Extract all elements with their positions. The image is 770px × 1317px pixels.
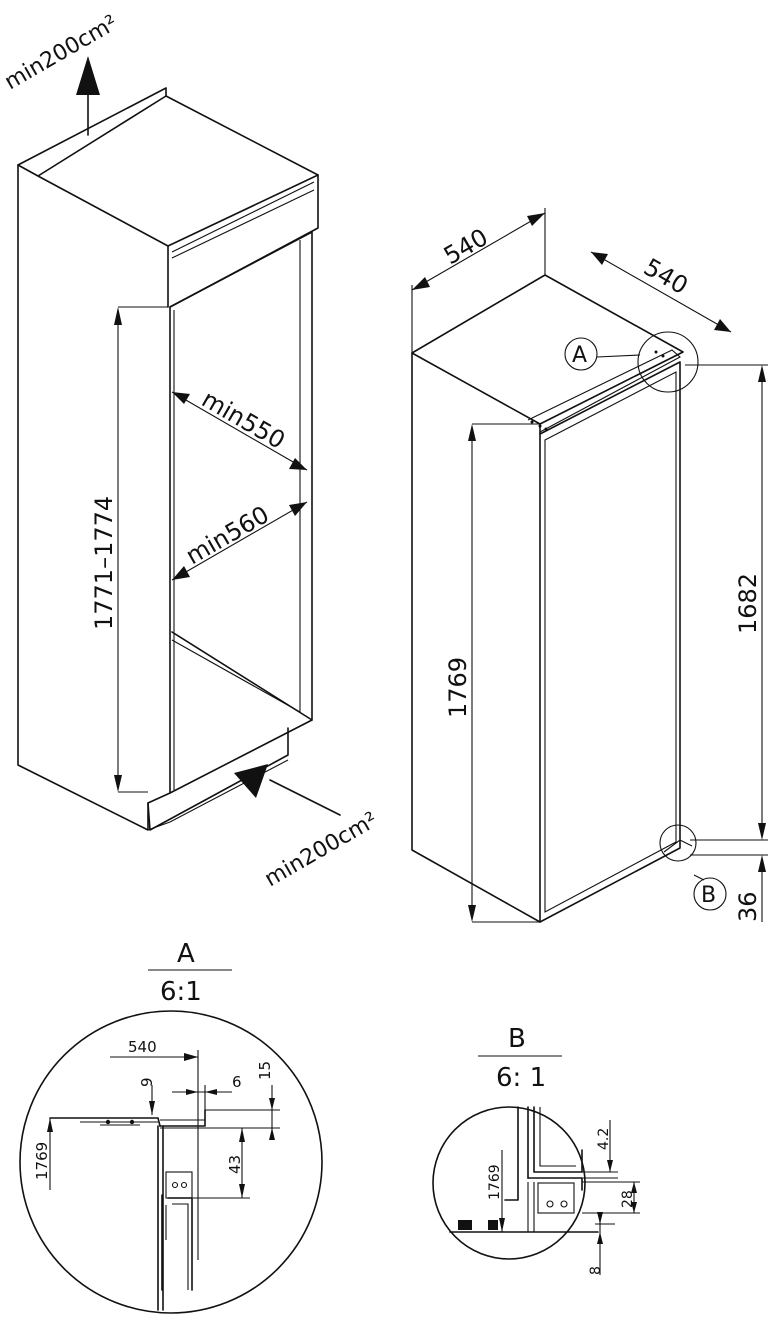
dim-43: 43 [226,1155,244,1174]
dim-1769-a: 1769 [33,1142,51,1180]
depth-label: 540 [639,253,693,300]
dim-15: 15 [256,1061,274,1080]
appliance-view: 540 540 1769 1682 36 A B [411,208,768,923]
detail-b-scale: 6: 1 [496,1063,546,1093]
niche-depth-label: min550 [197,385,290,455]
bottom-offset-label: 36 [734,891,762,922]
callout-a-label: A [572,343,587,368]
detail-a-scale: 6:1 [160,977,202,1007]
vent-bottom-label: min200cm² [261,808,382,893]
niche-height-label: 1771–1774 [90,496,118,630]
detail-b-label: B [508,1024,526,1054]
vent-top-label: min200cm² [1,11,122,96]
dim-1769-b: 1769 [487,1164,503,1200]
dim-540: 540 [128,1038,157,1056]
niche-view: min200cm² min200cm² 1771–1774 min550 min… [1,11,382,893]
height-label: 1769 [444,657,472,718]
hinge-span-label: 1682 [734,573,762,634]
callout-b-label: B [701,883,716,908]
width-label: 540 [439,223,493,270]
detail-a-label: A [177,939,195,969]
niche-width-label: min560 [181,500,274,570]
dim-6: 6 [232,1073,242,1091]
dim-28: 28 [620,1190,636,1208]
detail-b: B 6: 1 1769 4.2 28 [432,1024,640,1275]
detail-a: A 6:1 540 9 6 [19,939,323,1314]
dim-4-2: 4.2 [596,1128,612,1150]
dim-8: 8 [588,1266,604,1275]
dim-9: 9 [138,1077,156,1087]
